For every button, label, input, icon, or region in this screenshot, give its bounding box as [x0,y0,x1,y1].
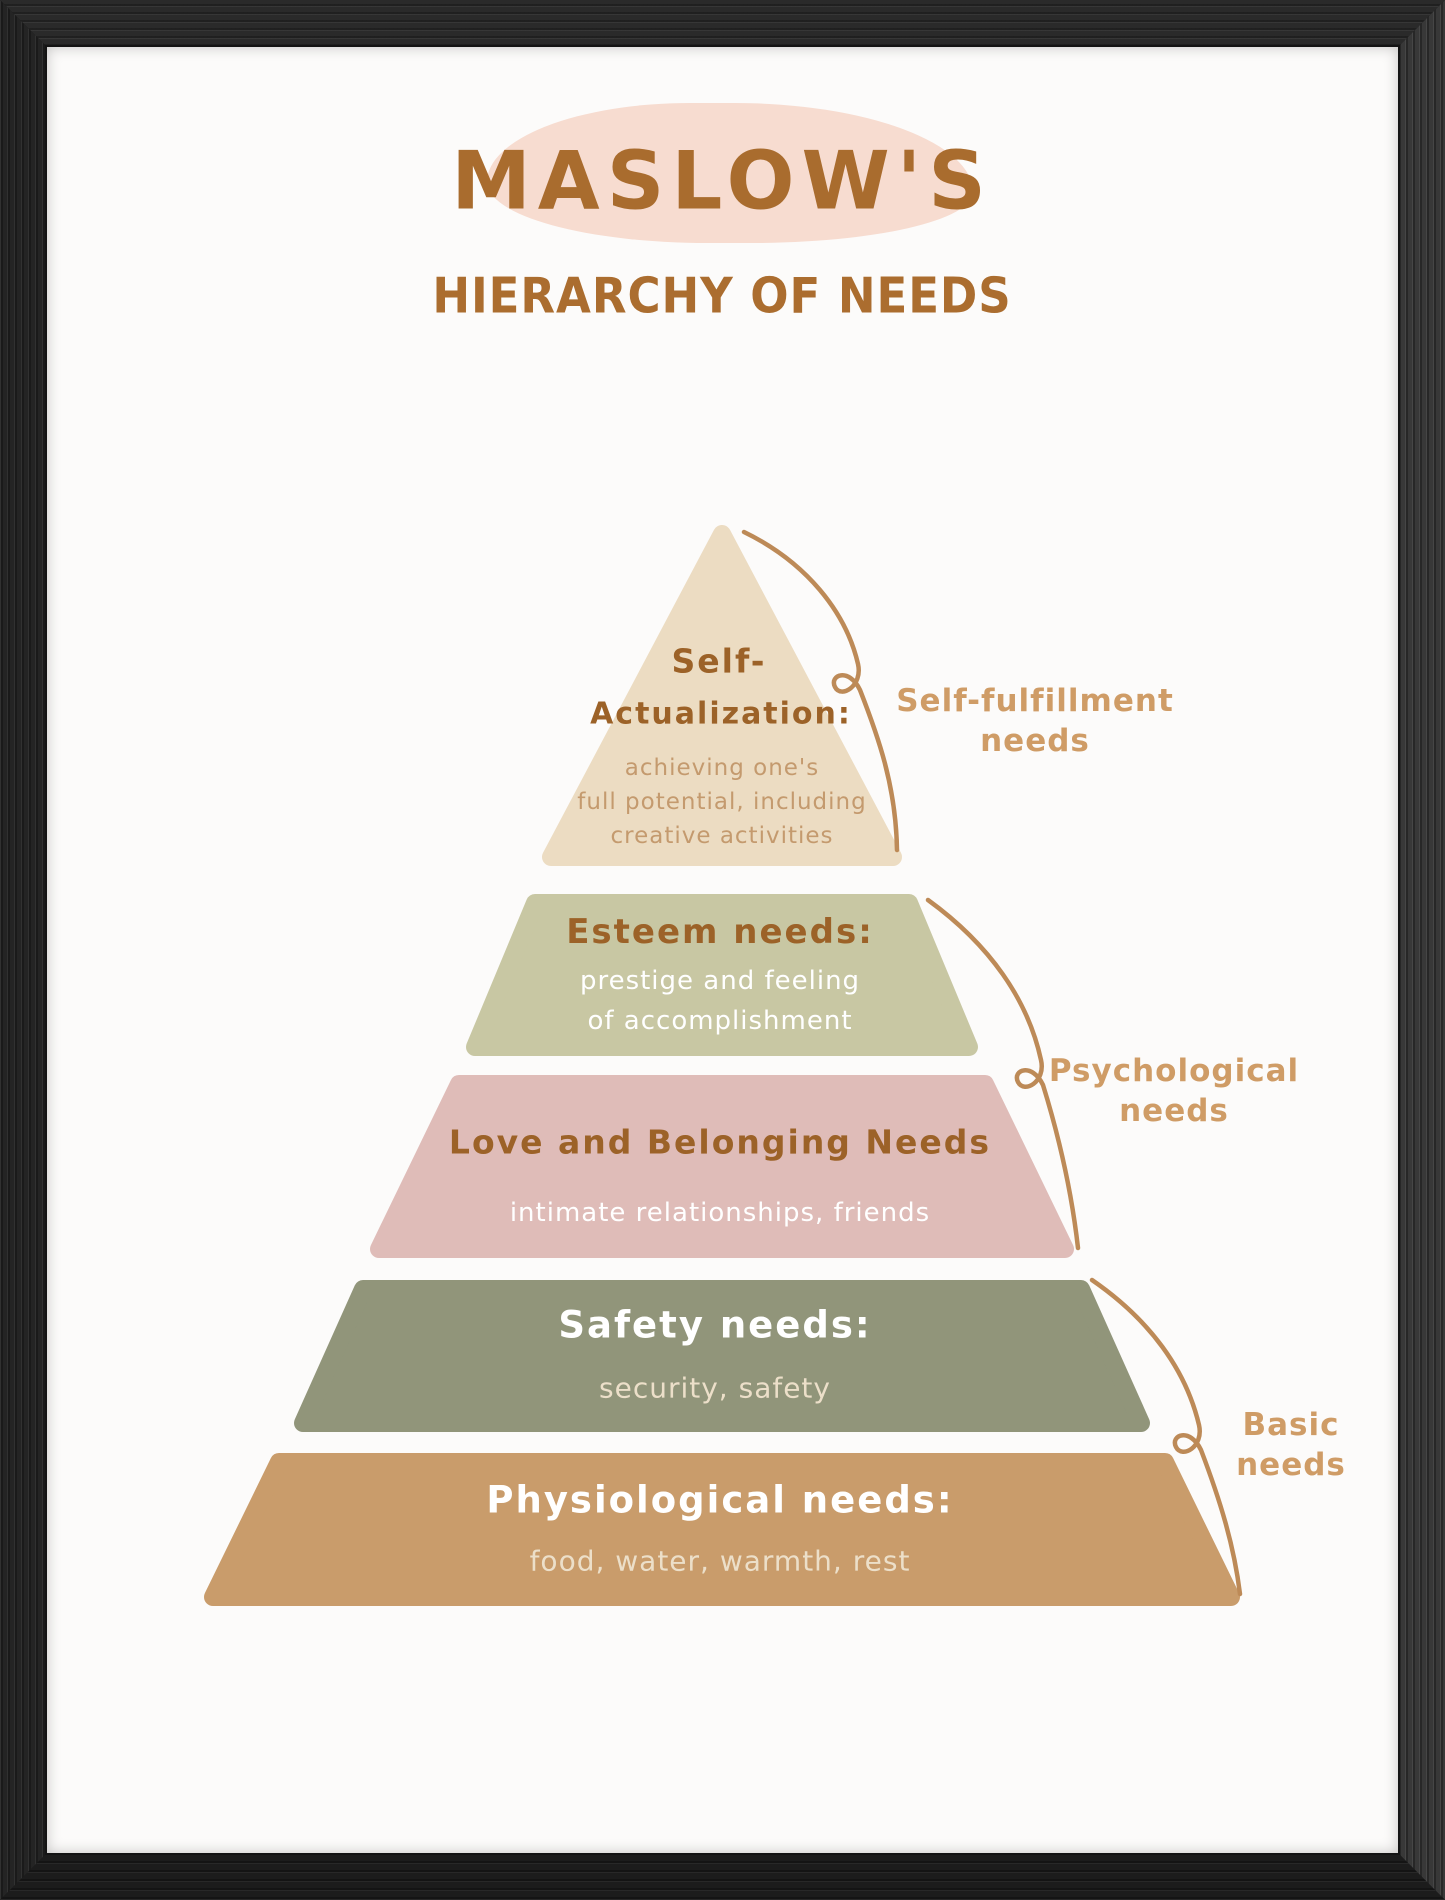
tier-safety-title: Safety needs: [558,1303,872,1347]
side-label-psychological-line2: needs [1119,1093,1229,1129]
tier-self-actualization-shape [542,525,902,866]
tier-self-actualization-desc-line2: full potential, including [577,789,867,815]
tier-self-actualization-title-line1: Self- [671,641,767,681]
side-label-basic-line1: Basic [1242,1407,1340,1443]
tier-esteem-desc-line1: prestige and feeling [579,966,861,996]
side-label-self-fulfillment-line1: Self-fulfillment [896,683,1174,719]
title-highlight-blob [487,103,973,243]
tier-esteem-title: Esteem needs: [566,912,874,952]
bracket-psychological [925,897,1081,1251]
side-label-basic-line2: needs [1236,1447,1346,1483]
bracket-basic [1089,1277,1243,1597]
tier-self-actualization-desc-line1: achieving one's [624,755,820,781]
tier-physiological-shape [204,1453,1240,1606]
tier-self-actualization-desc-line3: creative activities [610,823,834,849]
frame-right-edge [1398,0,1445,1900]
frame-top-edge [0,0,1445,47]
tier-esteem-desc-line2: of accomplishment [587,1006,853,1036]
tier-safety-shape [294,1280,1150,1432]
side-label-psychological-line1: Psychological [1048,1053,1300,1089]
frame-left-edge [0,0,47,1900]
tier-esteem-shape [466,894,978,1056]
tier-physiological-desc: food, water, warmth, rest [529,1544,911,1578]
tier-physiological-title: Physiological needs: [486,1478,954,1522]
poster-subtitle: HIERARCHY OF NEEDS [432,267,1012,325]
tier-love-belonging-shape [370,1075,1074,1258]
tier-safety-desc: security, safety [599,1371,831,1405]
poster-title: MASLOW'S [451,134,993,228]
frame-bottom-edge [0,1853,1445,1900]
tier-self-actualization-title-line2: Actualization: [590,696,852,732]
tier-love-belonging-title: Love and Belonging Needs [448,1122,992,1162]
side-label-self-fulfillment-line2: needs [980,723,1090,759]
bracket-self-fulfillment [741,529,900,853]
tier-love-belonging-desc: intimate relationships, friends [509,1198,931,1228]
